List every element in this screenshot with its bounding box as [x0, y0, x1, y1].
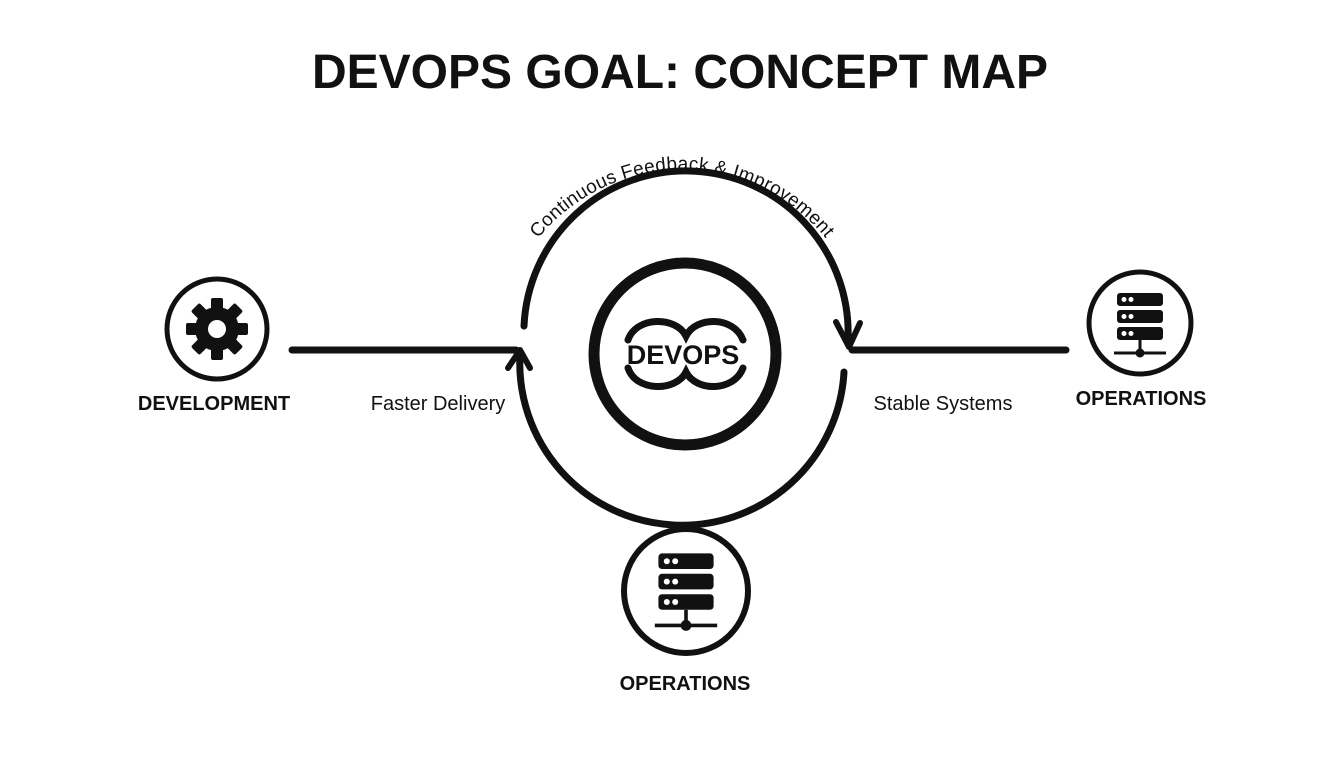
center-label: DEVOPS [627, 340, 740, 370]
edge-label-faster-delivery: Faster Delivery [371, 393, 505, 415]
development-node: DEVELOPMENT [138, 276, 290, 415]
feedback-loop-bottom-arc [505, 347, 848, 529]
feedback-loop-arc [520, 167, 863, 350]
devops-center-node: DEVOPS [588, 257, 782, 451]
operations-node-right: OPERATIONS [1076, 269, 1207, 410]
feedback-loop-label: Continuous Feedback & Improvement [526, 154, 838, 242]
development-label: DEVELOPMENT [138, 393, 290, 415]
operations-bottom-label: OPERATIONS [620, 673, 751, 695]
page-title: DEVOPS GOAL: CONCEPT MAP [312, 46, 1048, 99]
infinity-icon [624, 318, 747, 390]
gear-icon [186, 298, 248, 360]
operations-node-bottom: OPERATIONS [620, 526, 751, 695]
operations-right-label: OPERATIONS [1076, 388, 1207, 410]
edge-label-stable-systems: Stable Systems [874, 393, 1013, 415]
